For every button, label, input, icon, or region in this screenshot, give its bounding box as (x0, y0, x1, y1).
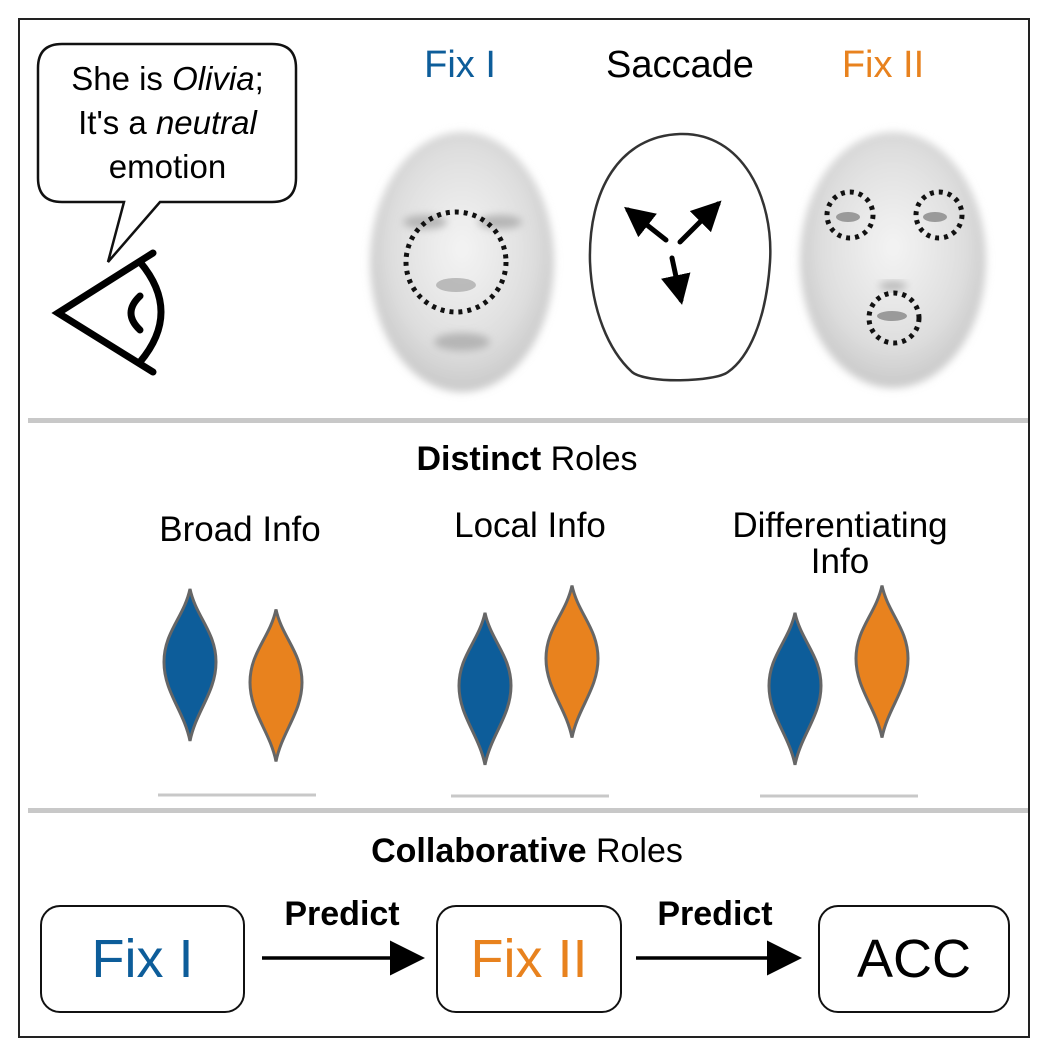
violin-orange (544, 585, 600, 738)
violin-plots (162, 585, 910, 766)
saccade-title: Saccade (606, 44, 754, 86)
violin-blue (162, 588, 218, 742)
fixation-circle (403, 209, 509, 315)
fix1-box: Fix I (40, 905, 245, 1013)
bubble-line-1: She is Olivia; (71, 60, 264, 97)
fix2-box: Fix II (436, 905, 622, 1013)
eye-icon (51, 249, 165, 376)
fixation-circle (913, 189, 965, 241)
predict-label: Predict (657, 895, 773, 933)
violin-blue (767, 612, 823, 766)
differentiating-info-label: Differentiating Info (732, 506, 948, 581)
speech-bubble (36, 42, 298, 263)
collaborative-roles-title: Collaborative Roles (371, 832, 683, 870)
face-saccade-image (588, 132, 772, 382)
distinct-roles-title: Distinct Roles (416, 440, 638, 478)
broad-info-label: Broad Info (159, 510, 321, 549)
fix1-title: Fix I (424, 44, 496, 86)
figure-frame (18, 18, 1030, 1038)
fix2-title: Fix II (841, 44, 925, 86)
face-fix2-image (800, 132, 986, 388)
fixation-circle (824, 189, 876, 241)
violin-orange (248, 609, 304, 762)
face-fix1-image (370, 132, 554, 392)
fixation-circle (866, 290, 922, 346)
violin-orange (854, 585, 910, 738)
violin-blue (457, 612, 513, 766)
predict-label: Predict (284, 895, 400, 933)
bubble-line-3: emotion (108, 148, 227, 185)
local-info-label: Local Info (454, 506, 606, 545)
section-separator (28, 808, 1028, 813)
section-separator (28, 418, 1028, 423)
acc-box: ACC (818, 905, 1010, 1013)
bubble-line-2: It's a neutral (78, 104, 257, 141)
